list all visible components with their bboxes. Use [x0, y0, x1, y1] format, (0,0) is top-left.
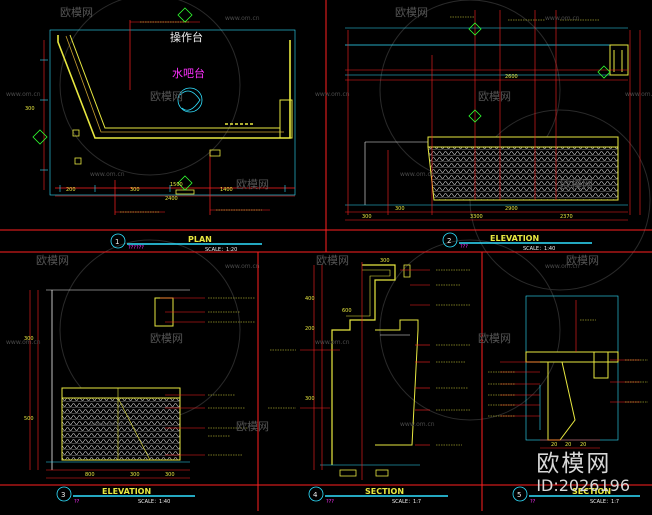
wm-brand-7: 欧模网 — [36, 254, 69, 267]
elev1-dim-2: 300 — [395, 206, 405, 212]
title-elevation-side: 3 ?? ELEVATION SCALE：1:40 — [56, 486, 195, 505]
wm-site-6: www.om.cn — [90, 171, 125, 178]
elev2-dim-2: 800 — [85, 472, 95, 478]
plan-dim-b: 300 — [130, 187, 140, 193]
elev2-sheet: ?? — [74, 499, 80, 505]
wm-brand-10: 欧模网 — [150, 332, 183, 345]
watermark-text: 欧模网 欧模网 欧模网 欧模网 欧模网 欧模网 欧模网 欧模网 欧模网 欧模网 … — [36, 6, 599, 433]
wm-site-4: www.om.cn — [315, 91, 350, 98]
sec1-dim-3: 600 — [342, 308, 352, 314]
wm-brand-1: 欧模网 — [60, 6, 93, 19]
plan-dim-a: 200 — [66, 187, 76, 193]
wm-site-9: www.om.cn — [545, 263, 580, 270]
wm-site-3: www.om.cn — [6, 91, 41, 98]
wm-brand-5: 欧模网 — [236, 178, 269, 191]
plan-note: 1500 — [170, 182, 183, 188]
sec1-dim-0: 400 — [305, 296, 315, 302]
wm-site-13: www.om.cn — [400, 421, 435, 428]
sec2-title: SECTION — [572, 487, 611, 496]
elev2-dim-3: 300 — [130, 472, 140, 478]
elev1-dim-4: 2370 — [560, 214, 573, 220]
elevation-side: 300 500 800 300 300 — [24, 289, 255, 479]
elev2-title: ELEVATION — [102, 487, 151, 496]
sec2-sheet: ?? — [530, 499, 536, 505]
plan-dim-d: 2400 — [165, 196, 178, 202]
elev1-dim-3: 3300 — [470, 214, 483, 220]
wm-brand-11: 欧模网 — [478, 332, 511, 345]
title-elevation-front: 2 ??? ELEVATION SCALE：1:40 — [442, 232, 592, 252]
elev2-dim-4: 300 — [165, 472, 175, 478]
wm-site-7: www.om.cn — [400, 171, 435, 178]
watermark-id: ID:2026196 — [536, 476, 630, 496]
watermark-brand-large: 欧模网 — [536, 451, 612, 478]
sec1-dim-1: 200 — [305, 326, 315, 332]
wm-site-8: www.om.cn — [225, 263, 260, 270]
wm-brand-9: 欧模网 — [566, 254, 599, 267]
wm-site-10: www.om.cn — [6, 339, 41, 346]
title-section-detail: 5 ?? SECTION SCALE：1:7 — [512, 486, 640, 505]
wm-site-2: www.om.cn — [545, 15, 580, 22]
sec2-dim-2: 20 — [580, 442, 586, 448]
wm-site-11: www.om.cn — [315, 339, 350, 346]
plan-title: PLAN — [188, 235, 212, 244]
plan-bubble: 1 — [115, 238, 119, 246]
sec2-dim-0: 20 — [551, 442, 557, 448]
wm-brand-2: 欧模网 — [395, 6, 428, 19]
sec1-sheet: ??? — [326, 499, 334, 505]
elev1-bubble: 2 — [447, 237, 451, 245]
wm-site-12: www.om.cn — [90, 421, 125, 428]
plan-dim-e: 300 — [25, 106, 35, 112]
plan-room-label: 水吧台 — [172, 66, 205, 80]
sec1-title: SECTION — [365, 487, 404, 496]
wm-brand-12: 欧模网 — [236, 420, 269, 433]
elev2-dim-0: 300 — [24, 336, 34, 342]
sec1-bubble: 4 — [313, 491, 318, 499]
plan-scale: SCALE：1:20 — [205, 247, 237, 253]
title-plan: 1 ?????? PLAN SCALE：1:20 — [110, 233, 262, 253]
title-section-counter: 4 ??? SECTION SCALE：1:7 — [308, 486, 448, 505]
elev1-sheet: ??? — [460, 244, 468, 250]
wm-brand-4: 欧模网 — [478, 90, 511, 103]
sec1-dim-2: 300 — [305, 396, 315, 402]
sec2-bubble: 5 — [517, 491, 521, 499]
sec1-dim-4: 300 — [380, 258, 390, 264]
elev2-scale: SCALE：1:40 — [138, 499, 170, 505]
watermark-badge: 欧模网 ID:2026196 — [536, 452, 630, 495]
plan-sheet: ?????? — [128, 245, 144, 251]
plan-dim-c: 1400 — [220, 187, 233, 193]
elev1-title: ELEVATION — [490, 234, 539, 243]
elev1-dim-1: 2900 — [505, 206, 518, 212]
wm-site-5: www.om.cn — [625, 91, 652, 98]
section-detail: 20 20 20 — [488, 295, 648, 449]
wm-brand-3: 欧模网 — [150, 90, 183, 103]
sec1-scale: SCALE：1:7 — [392, 499, 421, 505]
elev2-bubble: 3 — [61, 491, 65, 499]
wm-brand-6: 欧模网 — [560, 178, 593, 191]
elev1-dim-0: 2600 — [505, 74, 518, 80]
plan-view: 水吧台 操作台 200 300 1400 2400 300 1500 — [25, 7, 296, 215]
plan-top-label: 操作台 — [170, 30, 203, 44]
watermark-site: www.om.cn www.om.cn www.om.cn www.om.cn … — [6, 15, 652, 428]
elev1-scale: SCALE：1:40 — [523, 246, 555, 252]
wm-brand-8: 欧模网 — [316, 254, 349, 267]
sec2-scale: SCALE：1:7 — [590, 499, 619, 505]
section-counter: 400 200 300 600 300 — [268, 258, 470, 480]
wm-site-1: www.om.cn — [225, 15, 260, 22]
sec2-dim-1: 20 — [565, 442, 571, 448]
elevation-front: 2600 2900 300 3300 2370 300 — [345, 10, 641, 221]
elev2-dim-1: 500 — [24, 416, 34, 422]
elev1-dim-5: 300 — [362, 214, 372, 220]
